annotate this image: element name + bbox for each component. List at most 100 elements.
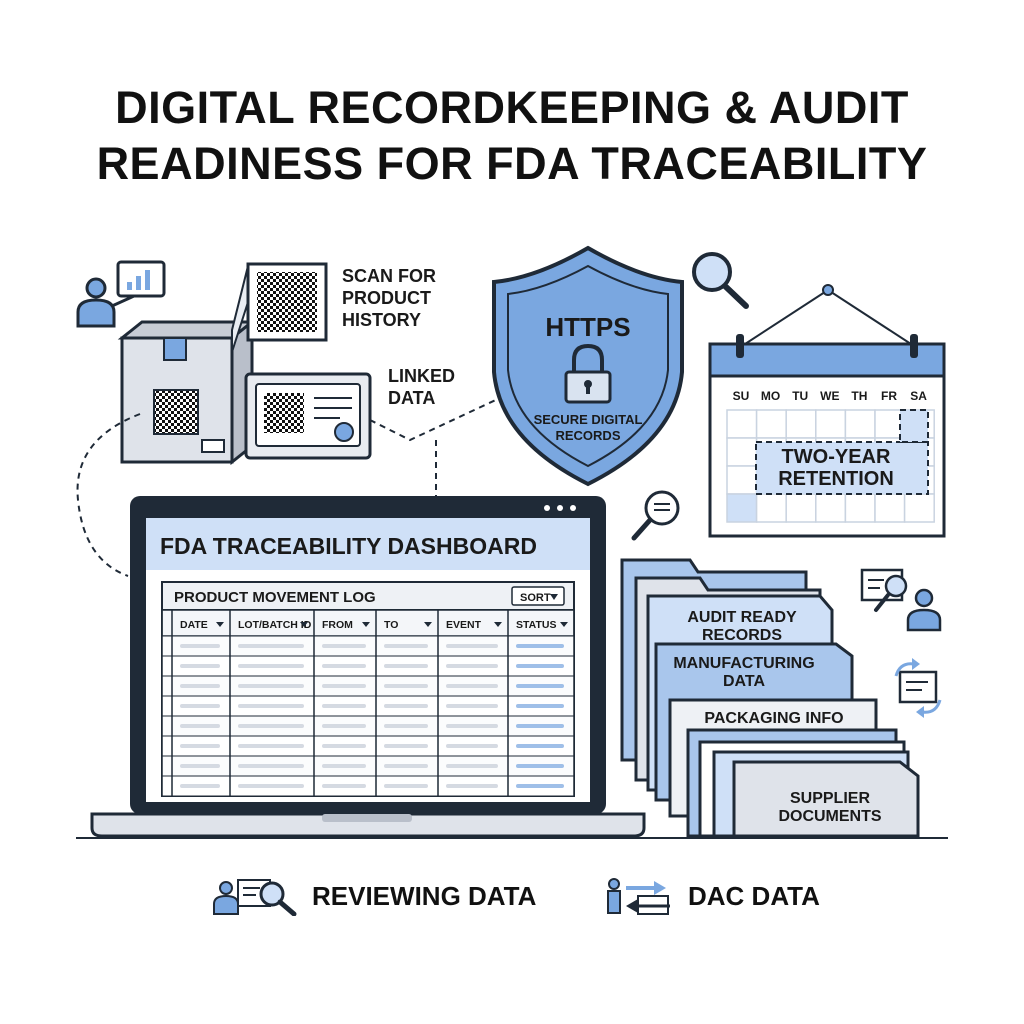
cell-placeholder (384, 724, 428, 728)
laptop: FDA TRACEABILITY DASHBOARD PRODUCT MOVEM… (90, 496, 646, 838)
data-exchange-icon (607, 878, 670, 915)
cell-placeholder (238, 744, 304, 748)
table-row[interactable] (161, 775, 575, 797)
cell-placeholder (446, 764, 498, 768)
cell-placeholder (322, 644, 366, 648)
dac-data-label: DAC DATA (688, 880, 820, 911)
cell-placeholder (516, 684, 564, 688)
calendar-cell (726, 437, 758, 467)
cell-placeholder (384, 764, 428, 768)
calendar-cell (726, 493, 758, 523)
cell-placeholder (238, 644, 304, 648)
cell-placeholder (180, 744, 220, 748)
reviewing-data-icon (213, 879, 297, 916)
linked-label-line-2: DATA (388, 388, 435, 408)
cell-placeholder (446, 664, 498, 668)
cell-placeholder (446, 744, 498, 748)
calendar-cell (874, 493, 906, 523)
cell-placeholder (516, 764, 564, 768)
table-row[interactable] (161, 715, 575, 737)
cell-placeholder (446, 724, 498, 728)
table-row[interactable] (161, 755, 575, 777)
chevron-down-icon[interactable] (560, 622, 568, 627)
column-header[interactable]: STATUS (516, 619, 556, 631)
calendar-day-sa: SA (910, 389, 927, 403)
sort-button[interactable]: SORT (511, 586, 565, 606)
lock-icon (564, 343, 612, 404)
cell-placeholder (238, 704, 304, 708)
chevron-down-icon[interactable] (300, 622, 308, 627)
chevron-down-icon[interactable] (424, 622, 432, 627)
column-header[interactable]: TO (384, 619, 398, 631)
cell-placeholder (322, 664, 366, 668)
cell-placeholder (180, 784, 220, 788)
cell-placeholder (516, 644, 564, 648)
cell-placeholder (322, 744, 366, 748)
cell-placeholder (180, 704, 220, 708)
folder-mfg-line-2: DATA (723, 673, 766, 690)
chevron-down-icon[interactable] (216, 622, 224, 627)
cell-placeholder (446, 684, 498, 688)
folder-audit-line-1: AUDIT READY (687, 609, 797, 626)
calendar-day-we: WE (820, 389, 839, 403)
folder-mfg-line-1: MANUFACTURING (673, 655, 814, 672)
linked-label-line-1: LINKED (388, 366, 455, 386)
table-row[interactable] (161, 635, 575, 657)
calendar-cell (726, 465, 758, 495)
table-row[interactable] (161, 655, 575, 677)
column-header[interactable]: FROM (322, 619, 353, 631)
cell-placeholder (180, 724, 220, 728)
column-header[interactable]: EVENT (446, 619, 482, 631)
package-box (117, 318, 257, 466)
title-line-2: READINESS FOR FDA TRACEABILITY (96, 138, 928, 189)
chevron-down-icon[interactable] (362, 622, 370, 627)
qr-code-icon (257, 272, 317, 332)
sync-document-icon (894, 658, 942, 718)
retention-line-1: TWO-YEAR (782, 446, 891, 468)
folder-audit-line-2: RECORDS (702, 627, 782, 644)
cell-placeholder (516, 744, 564, 748)
sort-label: SORT (520, 592, 551, 604)
cell-placeholder (384, 684, 428, 688)
dashboard-title: FDA TRACEABILITY DASHBOARD (160, 533, 537, 559)
shield-caption-line-2: RECORDS (555, 428, 620, 443)
table-row[interactable] (161, 735, 575, 757)
magnifier-icon (692, 252, 749, 309)
calendar-cell (903, 493, 935, 523)
qr-scan-popup (231, 262, 328, 353)
calendar-day-tu: TU (792, 389, 808, 403)
log-title: PRODUCT MOVEMENT LOG (174, 589, 376, 606)
cell-placeholder (384, 744, 428, 748)
cell-placeholder (238, 764, 304, 768)
calendar-cell (755, 409, 787, 439)
log-table: DATE LOT/BATCH ID FROM TO EVENT STATUS (161, 609, 575, 797)
calendar-day-mo: MO (761, 389, 780, 403)
folder-supplier (732, 760, 920, 838)
chevron-down-icon[interactable] (494, 622, 502, 627)
shield-caption-line-1: SECURE DIGITAL (534, 412, 643, 427)
cell-placeholder (180, 764, 220, 768)
folder-packaging-label: PACKAGING INFO (704, 710, 843, 727)
calendar-cell (815, 409, 847, 439)
cell-placeholder (516, 784, 564, 788)
cell-placeholder (180, 664, 220, 668)
cell-placeholder (322, 764, 366, 768)
presenter-chart-icon (76, 260, 166, 328)
cell-placeholder (384, 664, 428, 668)
column-header[interactable]: LOT/BATCH ID (238, 619, 312, 631)
cell-placeholder (322, 704, 366, 708)
calendar-cell (785, 409, 817, 439)
certificate-card (244, 372, 372, 460)
cell-placeholder (322, 784, 366, 788)
document-search-icon (631, 490, 680, 541)
cell-placeholder (384, 644, 428, 648)
cell-placeholder (384, 784, 428, 788)
reviewer-icon (860, 568, 942, 632)
table-row[interactable] (161, 695, 575, 717)
column-header[interactable]: DATE (180, 619, 208, 631)
table-row[interactable] (161, 675, 575, 697)
retention-highlight (755, 441, 929, 495)
scan-label-line-2: PRODUCT (342, 288, 431, 308)
